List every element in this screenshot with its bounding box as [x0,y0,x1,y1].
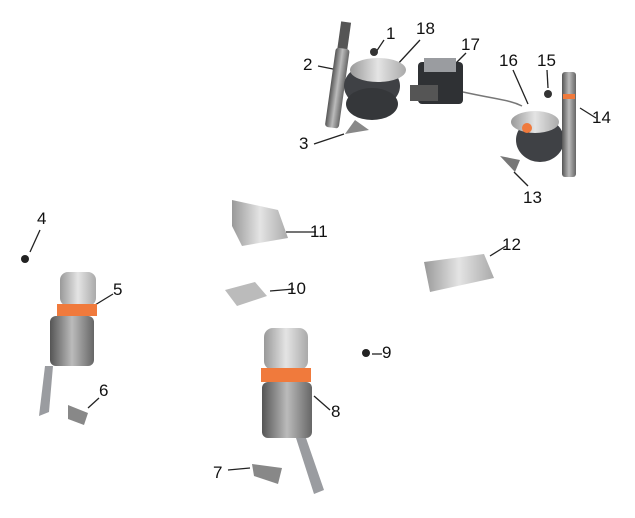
callout-14: 14 [592,108,611,127]
callout-16: 16 [499,51,518,70]
callout-5: 5 [113,280,123,299]
callout-12: 12 [502,235,521,254]
callout-18: 18 [416,19,435,38]
callout-1: 1 [386,24,396,43]
leader-lines [29,39,597,471]
part-11-cover [232,200,288,246]
callout-2: 2 [303,55,313,74]
part-13-bracket [500,156,520,172]
part-2-rear-shock-left [325,21,352,129]
part-7-bracket [252,464,282,484]
callout-4: 4 [37,209,47,228]
callout-13: 13 [523,188,542,207]
callout-10: 10 [287,279,306,298]
callout-15: 15 [537,51,556,70]
part-4-screw [21,255,29,263]
callout-6: 6 [99,381,109,400]
callout-3: 3 [299,134,309,153]
part-8-front-air-strut-right [261,328,324,494]
part-15-bolt [544,90,552,98]
part-14-rear-shock-right [562,72,576,177]
part-6-bracket [68,405,88,425]
callout-8: 8 [331,402,341,421]
callout-7: 7 [213,463,223,482]
part-12-cover [424,254,494,292]
part-16-rear-air-spring-right [511,111,564,162]
part-17-air-compressor [410,58,523,107]
callout-11: 11 [310,222,328,241]
callout-9: 9 [382,343,392,362]
part-1-bolt [370,48,378,56]
part-10-module [225,282,267,306]
part-9-screw [362,349,370,357]
part-5-front-air-strut-left [39,272,97,416]
callout-17: 17 [461,35,480,54]
part-18-rear-air-spring-left [344,58,406,134]
